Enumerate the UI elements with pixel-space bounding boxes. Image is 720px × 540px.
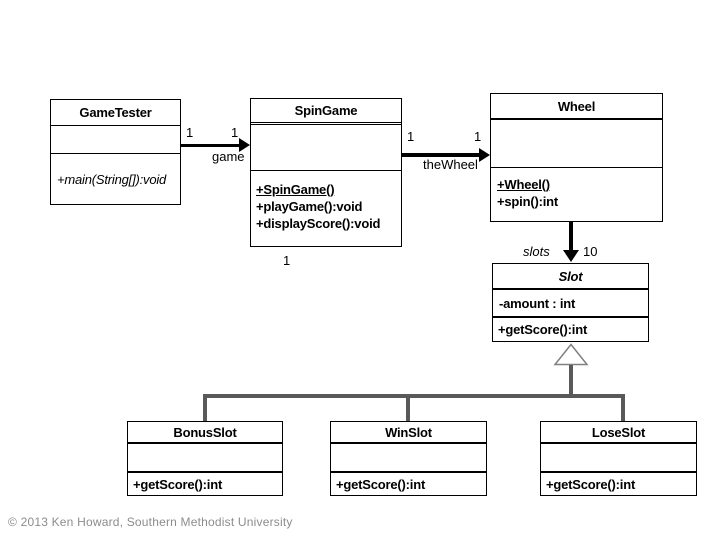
method-spingame-constructor: +SpinGame(): [256, 182, 335, 197]
class-gametester-methods: +main(String[]):void: [51, 154, 180, 204]
generalization-triangle-icon: [553, 343, 589, 366]
class-winslot: WinSlot +getScore():int: [330, 421, 487, 496]
class-bonusslot-title: BonusSlot: [128, 422, 282, 444]
class-slot: Slot -amount : int +getScore():int: [492, 263, 649, 342]
method-spin: +spin():int: [497, 194, 558, 209]
method-displayscore: +displayScore():void: [256, 216, 381, 231]
role-label-slots: slots: [523, 244, 550, 259]
method-playgame: +playGame():void: [256, 199, 363, 214]
method-getscore: +getScore():int: [133, 476, 223, 492]
class-slot-methods: +getScore():int: [493, 318, 648, 341]
role-label-game: game: [212, 149, 245, 164]
class-gametester: GameTester +main(String[]):void: [50, 99, 181, 205]
method-getscore: +getScore():int: [546, 476, 636, 492]
class-wheel: Wheel +Wheel() +spin():int: [490, 93, 663, 222]
association-line-wheel-slot: [569, 222, 573, 251]
association-line-gametester-spingame: [180, 144, 241, 147]
generalization-drop-winslot: [406, 394, 410, 421]
class-winslot-title: WinSlot: [331, 422, 486, 444]
generalization-drop-bonusslot: [203, 394, 207, 421]
class-spingame: SpinGame +SpinGame() +playGame():void +d…: [250, 98, 402, 247]
multiplicity-spingame-bottom: 1: [283, 253, 291, 268]
association-line-spingame-wheel: [402, 153, 480, 157]
class-winslot-methods: +getScore():int: [331, 473, 486, 495]
arrowhead-down-icon: [563, 250, 579, 262]
class-bonusslot: BonusSlot +getScore():int: [127, 421, 283, 496]
class-wheel-attributes-empty: [491, 120, 662, 168]
method-getscore: +getScore():int: [336, 476, 426, 492]
class-loseslot-attributes-empty: [541, 444, 696, 473]
multiplicity-spingame-source: 1: [407, 129, 415, 144]
multiplicity-spingame: 1: [231, 125, 239, 140]
method-main: +main(String[]):void: [57, 171, 167, 187]
role-label-thewheel: theWheel: [423, 157, 478, 172]
arrowhead-right-icon: [239, 138, 250, 152]
class-loseslot-methods: +getScore():int: [541, 473, 696, 495]
class-gametester-attributes-empty: [51, 126, 180, 154]
class-bonusslot-methods: +getScore():int: [128, 473, 282, 495]
attribute-amount: -amount : int: [493, 290, 648, 318]
method-wheel-constructor: +Wheel(): [497, 177, 550, 192]
generalization-drop-loseslot: [621, 394, 625, 421]
multiplicity-slots: 10: [583, 244, 598, 259]
class-spingame-attributes-empty: [251, 125, 401, 171]
class-wheel-methods: +Wheel() +spin():int: [491, 168, 662, 221]
method-getscore: +getScore():int: [498, 322, 588, 337]
class-wheel-title: Wheel: [491, 94, 662, 120]
multiplicity-gametester: 1: [186, 125, 194, 140]
multiplicity-wheel: 1: [474, 129, 482, 144]
generalization-horizontal-line: [203, 394, 625, 398]
class-loseslot: LoseSlot +getScore():int: [540, 421, 697, 496]
class-slot-title: Slot: [493, 264, 648, 290]
class-gametester-title: GameTester: [51, 100, 180, 126]
class-loseslot-title: LoseSlot: [541, 422, 696, 444]
class-spingame-title: SpinGame: [251, 99, 401, 125]
copyright-text: © 2013 Ken Howard, Southern Methodist Un…: [8, 515, 293, 529]
generalization-stem-line: [569, 365, 573, 396]
arrowhead-right-icon: [479, 148, 490, 162]
class-spingame-methods: +SpinGame() +playGame():void +displaySco…: [251, 171, 401, 246]
class-winslot-attributes-empty: [331, 444, 486, 473]
class-bonusslot-attributes-empty: [128, 444, 282, 473]
